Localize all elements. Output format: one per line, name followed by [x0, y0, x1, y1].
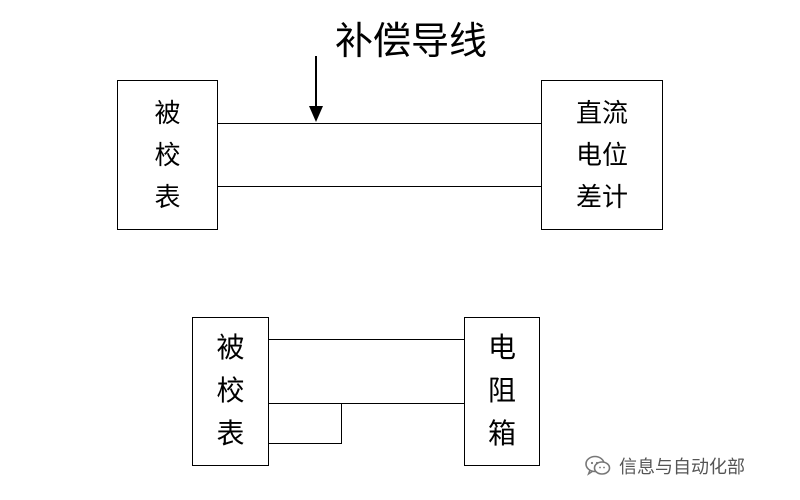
- watermark: 信息与自动化部: [585, 455, 745, 478]
- bottom-wire-loop-vertical: [341, 403, 342, 444]
- bottom-wire-top: [268, 339, 465, 340]
- watermark-text: 信息与自动化部: [619, 457, 745, 478]
- top-wire-lower: [217, 186, 542, 187]
- bottom-left-char-1: 被: [216, 331, 245, 364]
- compensation-wire-label: 补偿导线: [335, 19, 488, 63]
- down-arrow-icon: [309, 56, 323, 122]
- top-left-char-3: 表: [154, 183, 181, 213]
- top-wire-upper: [217, 123, 542, 124]
- bottom-left-meter-box: 被 校 表: [192, 317, 269, 466]
- bottom-right-char-2: 阻: [487, 374, 516, 407]
- bottom-wire-middle: [268, 403, 465, 404]
- top-left-meter-box: 被 校 表: [117, 80, 218, 230]
- bottom-left-char-3: 表: [216, 417, 245, 450]
- top-left-char-1: 被: [154, 99, 181, 129]
- top-right-potentiometer-box: 直流 电位 差计: [541, 80, 663, 230]
- bottom-left-char-2: 校: [216, 374, 245, 407]
- bottom-right-resistance-box: 电 阻 箱: [464, 317, 540, 466]
- bottom-wire-loop-bottom: [268, 443, 342, 444]
- bottom-right-char-1: 电: [487, 331, 516, 364]
- top-right-line-1: 直流: [575, 99, 628, 129]
- top-right-line-2: 电位: [575, 141, 628, 171]
- top-right-line-3: 差计: [575, 183, 628, 213]
- bottom-right-char-3: 箱: [487, 417, 516, 450]
- wechat-icon: [585, 455, 611, 476]
- top-left-char-2: 校: [154, 141, 181, 171]
